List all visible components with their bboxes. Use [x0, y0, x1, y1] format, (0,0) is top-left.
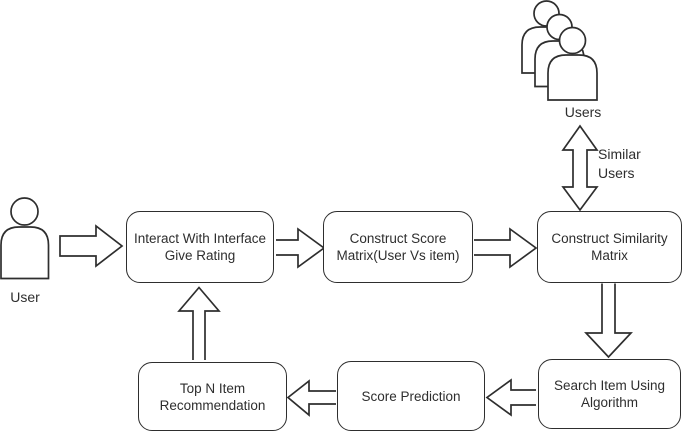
node-score-prediction: Score Prediction	[337, 361, 485, 431]
similarity-to-search-down-arrow	[584, 283, 633, 359]
user-to-interact-arrow	[59, 224, 124, 268]
node-construct-similarity-matrix: Construct Similarity Matrix	[537, 211, 682, 283]
score-matrix-to-similarity-arrow	[474, 227, 538, 269]
topn-to-interact-up-arrow	[177, 286, 221, 360]
node-label-line: Top N Item	[179, 380, 246, 396]
node-label-line: Recommendation	[159, 397, 266, 413]
node-construct-score-matrix: Construct Score Matrix(User Vs item)	[323, 211, 473, 283]
node-label-line: Matrix	[591, 248, 628, 263]
similar-users-label: Similar Users	[598, 146, 641, 181]
node-label-line: Search Item Using	[553, 378, 666, 393]
node-label-line: Construct Similarity	[551, 231, 668, 246]
node-label-line: Construct Score	[349, 231, 447, 246]
node-interact-with-interface: Interact With Interface Give Rating	[126, 211, 274, 283]
node-top-n-item-recommendation: Top N Item Recommendation	[138, 362, 287, 431]
user-icon	[0, 197, 50, 280]
node-label-line: Give Rating	[164, 248, 236, 263]
users-group-icon	[521, 0, 598, 101]
users-label: Users	[564, 104, 602, 120]
similar-users-double-arrow	[561, 124, 599, 212]
user-label: User	[10, 289, 40, 305]
node-label-line: Interact With Interface	[133, 231, 267, 246]
node-label-line: Algorithm	[580, 395, 639, 410]
prediction-to-topn-arrow	[286, 379, 336, 417]
node-search-item-using-algorithm: Search Item Using Algorithm	[538, 359, 681, 429]
interact-to-score-matrix-arrow	[276, 227, 326, 269]
node-label-line: Matrix(User Vs item)	[336, 248, 460, 263]
search-to-prediction-arrow	[485, 378, 536, 417]
node-label-line: Score Prediction	[361, 388, 461, 404]
